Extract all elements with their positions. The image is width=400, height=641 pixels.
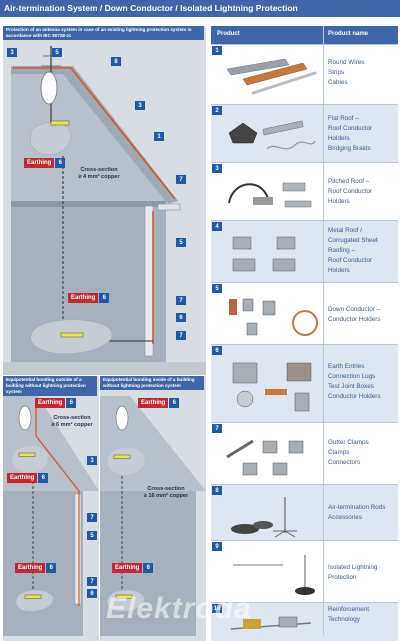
badge-7: 7 xyxy=(176,175,186,184)
row-number: 3 xyxy=(212,164,222,173)
badge-7: 7 xyxy=(176,296,186,305)
badge-7: 7 xyxy=(87,513,97,522)
product-name: Down Conductor – Conductor Holders xyxy=(328,306,381,323)
page-title: Air-termination System / Down Conductor … xyxy=(4,3,298,13)
product-name: Reinforcement Technology xyxy=(328,606,369,623)
column-divider xyxy=(323,26,324,635)
cross-section-note: Cross-section ≥ 6 mm² copper xyxy=(51,415,93,428)
badge-7: 7 xyxy=(87,577,97,586)
row-number: 9 xyxy=(212,542,222,551)
cross-section-note: Cross-section ≥ 4 mm² copper xyxy=(78,167,120,180)
table-row: 4 Metal Roof / Corrugated Sheet Roofing … xyxy=(211,220,398,282)
house-inside-illustration xyxy=(100,376,206,641)
earth-entries-image xyxy=(232,362,312,412)
earthing-label: Earthing 6 xyxy=(35,398,77,408)
column-header-product: Product xyxy=(217,31,240,37)
earthing-label: Earthing 6 xyxy=(68,293,110,303)
product-name: Earth Entries Connection Lugs Test Joint… xyxy=(328,363,381,400)
main-illustration-panel: Protection of an antenna system in case … xyxy=(2,25,206,375)
outside-bonding-panel: Equipotential bonding outside of a build… xyxy=(2,375,99,641)
badge-6: 6 xyxy=(87,589,97,598)
earthing-label: Earthing 6 xyxy=(138,398,180,408)
row-number: 2 xyxy=(212,106,222,115)
badge-5: 5 xyxy=(52,48,62,57)
inside-bonding-caption: Equipotential bonding inside of a buildi… xyxy=(100,376,204,390)
inside-bonding-panel: Equipotential bonding inside of a buildi… xyxy=(99,375,206,641)
cross-section-note: Cross-section ≥ 16 mm² copper xyxy=(143,486,189,499)
isolated-protection-image xyxy=(233,555,315,595)
product-name: Air-termination Rods Accessories xyxy=(328,504,386,521)
badge-1: 1 xyxy=(154,132,164,141)
product-name: Gutter Clamps Clamps Connectors xyxy=(328,439,369,466)
outside-bonding-caption: Equipotential bonding outside of a build… xyxy=(3,376,97,396)
product-name: Isolated Lightning Protection xyxy=(328,564,378,581)
table-row: 3 Pitched Roof – Roof Conductor Holders xyxy=(211,162,398,220)
row-number: 8 xyxy=(212,486,222,495)
earthing-label: Earthing 6 xyxy=(24,158,66,168)
row-number: 4 xyxy=(212,222,222,231)
badge-6: 6 xyxy=(176,313,186,322)
earthing-label: Earthing 6 xyxy=(112,563,154,573)
table-row: 1 Round Wires Strips Cables xyxy=(211,44,398,104)
table-row: 2 Flat Roof – Roof Conductor Holders Bri… xyxy=(211,104,398,162)
flat-roof-holders-image xyxy=(228,120,316,150)
badge-5: 5 xyxy=(87,531,97,540)
badge-7: 7 xyxy=(176,331,186,340)
wires-strips-image xyxy=(226,58,317,95)
title-bar: Air-termination System / Down Conductor … xyxy=(0,0,400,17)
table-row: 7 Gutter Clamps Clamps Connectors xyxy=(211,422,398,484)
conductor-holders-image xyxy=(229,298,318,336)
watermark: Elektroda xyxy=(106,592,252,625)
row-number: 1 xyxy=(212,46,222,55)
row-number: 5 xyxy=(212,284,222,293)
clamps-image xyxy=(226,439,304,476)
product-name: Flat Roof – Roof Conductor Holders Bridg… xyxy=(328,115,373,152)
main-panel-caption: Protection of an antenna system in case … xyxy=(3,26,204,40)
product-name: Metal Roof / Corrugated Sheet Roofing – … xyxy=(328,227,378,274)
product-name: Round Wires Strips Cables xyxy=(328,59,365,86)
badge-8: 8 xyxy=(111,57,121,66)
row-number: 6 xyxy=(212,346,222,355)
air-termination-rods-image xyxy=(231,497,297,538)
earthing-label: Earthing 6 xyxy=(7,473,49,483)
metal-roof-holders-image xyxy=(232,236,296,272)
table-row: 9 Isolated Lightning Protection xyxy=(211,540,398,602)
table-row: 10 Reinforcement Technology xyxy=(211,602,398,641)
badge-3: 3 xyxy=(87,456,97,465)
badge-3: 3 xyxy=(135,101,145,110)
badge-5: 5 xyxy=(176,238,186,247)
product-table: Product Product name 1 Round Wires Strip… xyxy=(211,26,398,641)
table-row: 8 Air-termination Rods Accessories xyxy=(211,484,398,540)
reinforcement-image xyxy=(230,616,312,630)
row-number: 10 xyxy=(212,604,222,613)
badge-3: 3 xyxy=(7,48,17,57)
earthing-label: Earthing 6 xyxy=(15,563,57,573)
column-header-product-name: Product name xyxy=(328,31,369,37)
house-illustration xyxy=(3,26,206,375)
table-header: Product Product name xyxy=(211,26,398,44)
pitched-roof-holders-image xyxy=(228,182,312,208)
table-row: 5 Down Conductor – Conductor Holders xyxy=(211,282,398,344)
table-row: 6 Earth Entries Connection Lugs Test Joi… xyxy=(211,344,398,422)
row-number: 7 xyxy=(212,424,222,433)
product-name: Pitched Roof – Roof Conductor Holders xyxy=(328,178,373,205)
